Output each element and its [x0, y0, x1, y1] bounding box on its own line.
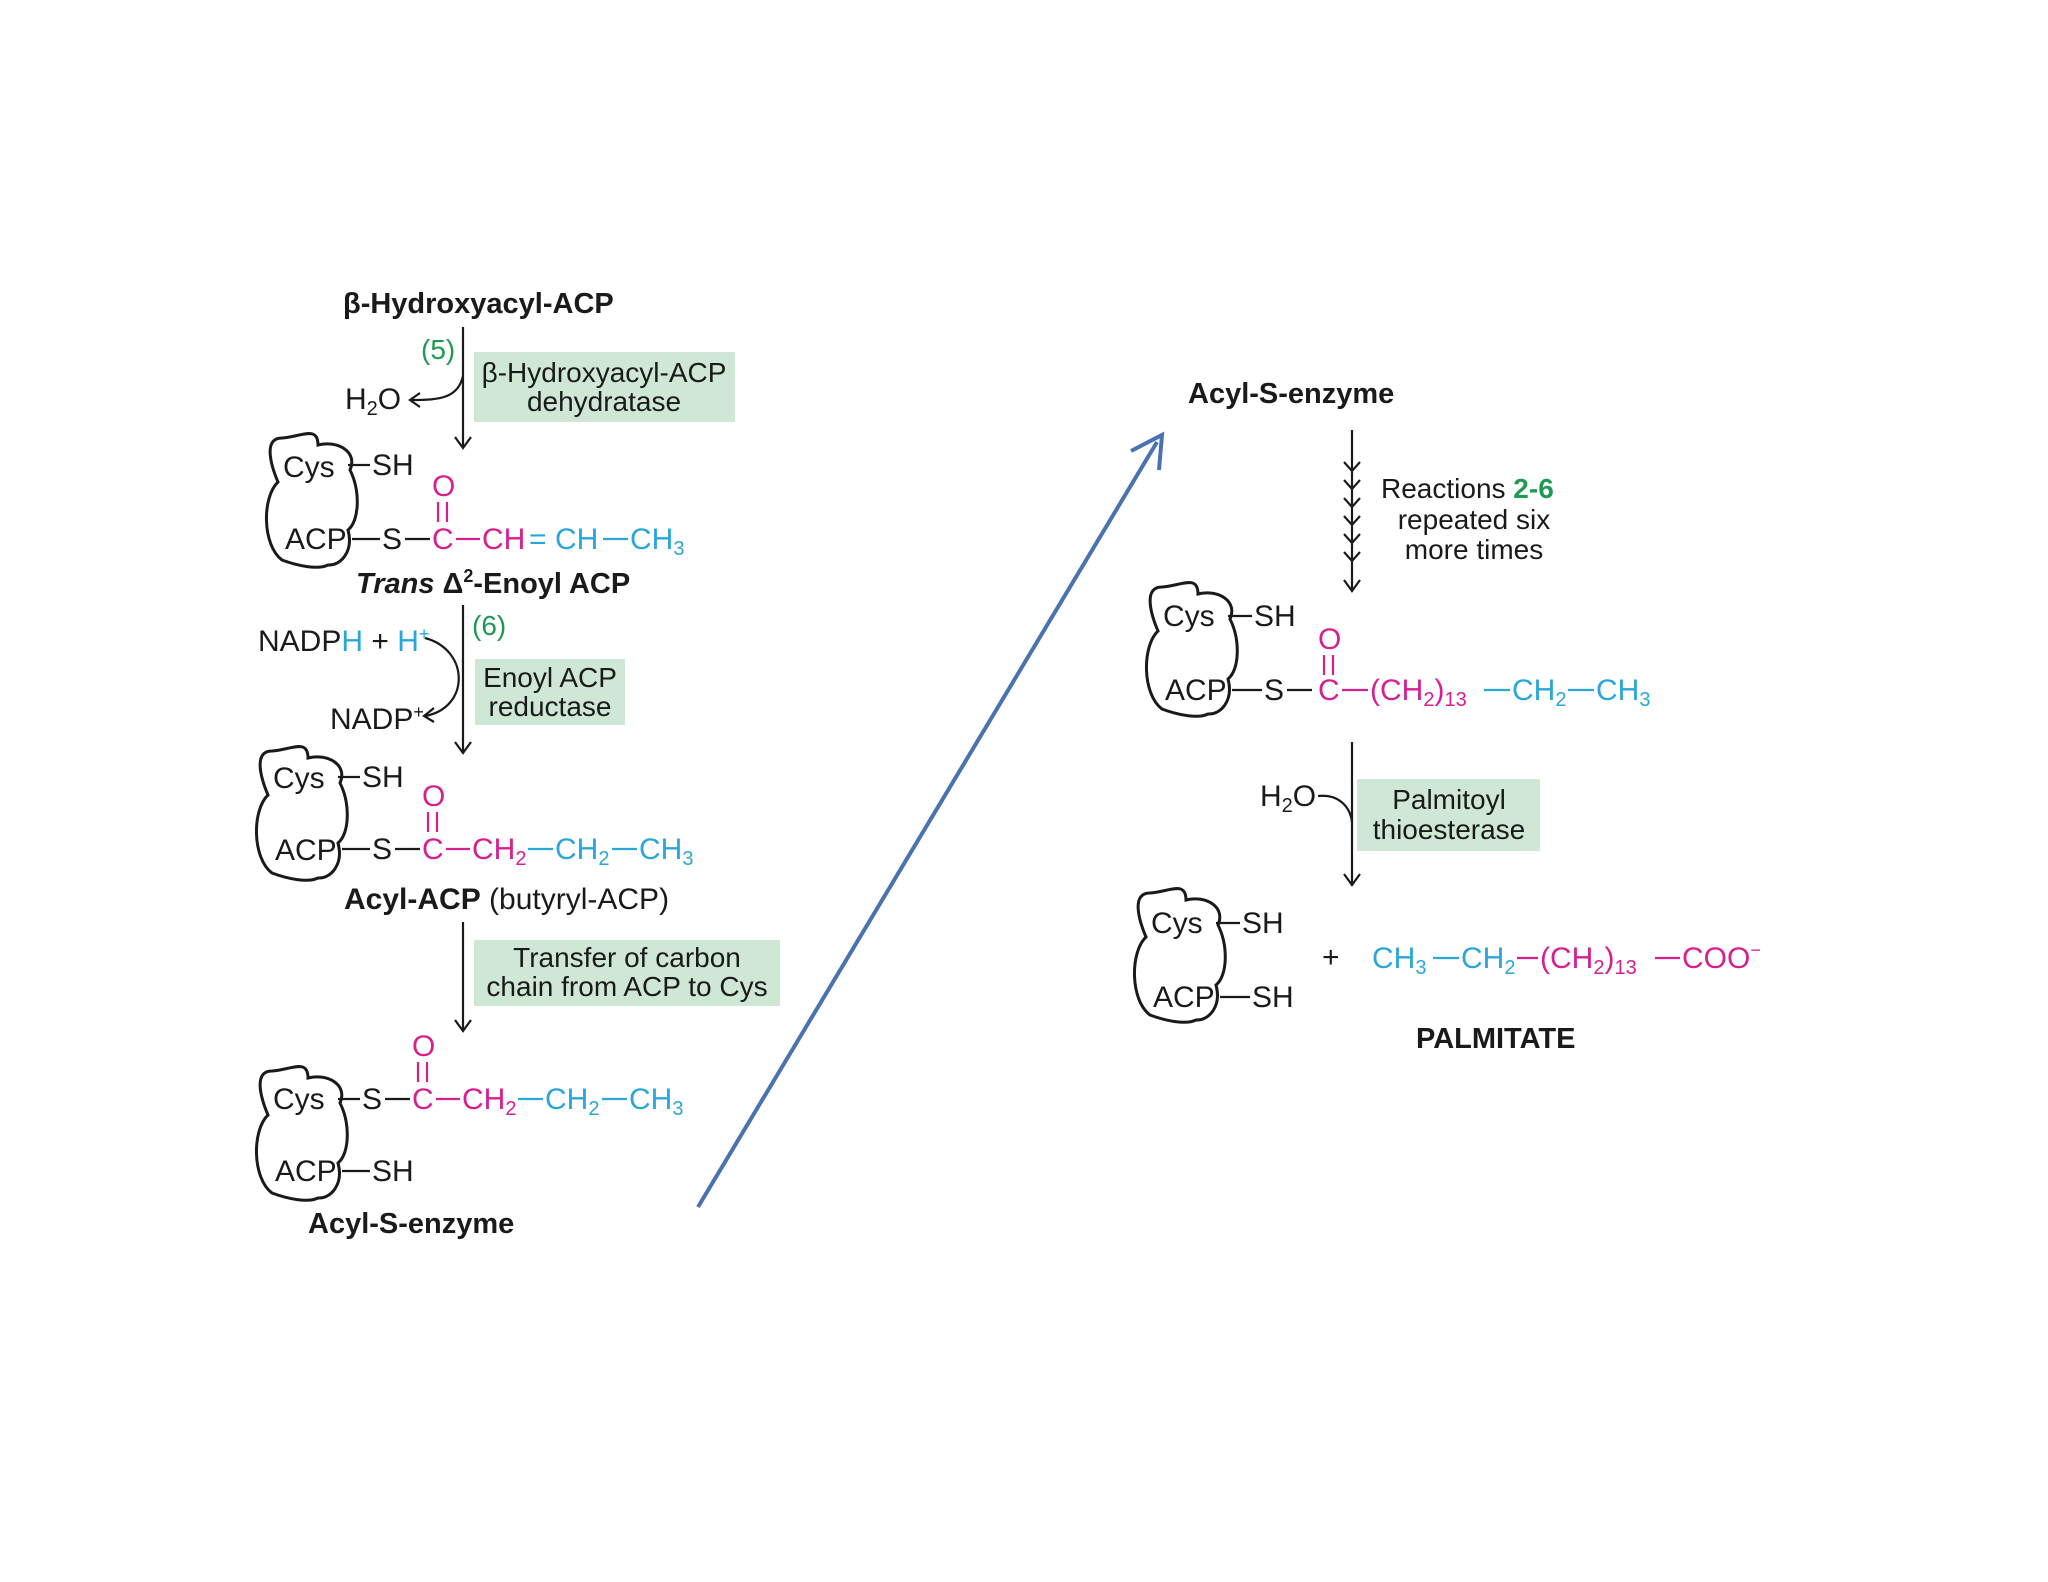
acyl-acp-ch3: CH3: [639, 833, 693, 870]
beta-hydroxyacyl-acp-label: β-Hydroxyacyl-ACP: [343, 288, 614, 320]
palmitate-label: PALMITATE: [1416, 1023, 1575, 1055]
step5-enzyme-line1: β-Hydroxyacyl-ACP: [482, 357, 727, 388]
free-enzyme-cys: Cys: [1151, 907, 1203, 940]
acyl-acp-cys: Cys: [273, 762, 325, 795]
acyl-s-enzyme-s: S: [362, 1083, 382, 1116]
thioesterase-line1: Palmitoyl: [1392, 784, 1506, 815]
free-enzyme-blob: [1133, 887, 1227, 1024]
enoyl-s: S: [382, 523, 402, 556]
acyl-s-enzyme-start-label: Acyl-S-enzyme: [1188, 378, 1394, 410]
palmitate-coo: COO−: [1682, 940, 1761, 975]
transfer-arrowhead: [454, 1019, 472, 1033]
free-enzyme-sh2: SH: [1252, 981, 1294, 1014]
enoyl-acp-enzyme-blob: [265, 432, 359, 569]
acyl-acp-acp: ACP: [275, 834, 337, 867]
long-chain-ch2: CH2: [1512, 674, 1566, 711]
acyl-s-enzyme-label: Acyl-S-enzyme: [308, 1208, 514, 1240]
step6-cofactor-curve: [424, 636, 460, 718]
long-chain-cys: Cys: [1163, 600, 1215, 633]
step5-water-curve: [411, 375, 465, 402]
repeat-arrow-feathers: [1343, 461, 1361, 563]
enoyl-cys: Cys: [283, 451, 335, 484]
step6-enzyme-line2: reductase: [489, 691, 612, 722]
long-chain-enzyme-blob: [1145, 581, 1239, 718]
acyl-acp-s: S: [372, 833, 392, 866]
acyl-acp-c: C: [422, 833, 444, 866]
acyl-s-enzyme-acp: ACP: [275, 1155, 337, 1188]
step6-enzyme-line1: Enoyl ACP: [483, 662, 617, 693]
long-chain-ch3: CH3: [1596, 674, 1650, 711]
step5-water: H2O: [345, 383, 401, 420]
repeat-arrowhead: [1343, 579, 1361, 593]
acyl-s-enzyme-sh: SH: [372, 1155, 414, 1188]
connector-arrow: [696, 440, 1159, 1209]
transfer-box: [474, 940, 780, 1006]
thioesterase-line2: thioesterase: [1373, 814, 1526, 845]
acyl-s-enzyme-c: C: [412, 1083, 434, 1116]
palmitate-ch2: CH2: [1461, 942, 1515, 979]
long-chain-s: S: [1264, 674, 1284, 707]
thioesterase-water-curve: [1317, 794, 1354, 823]
step6-nadph: NADPH + H+: [258, 624, 429, 658]
acyl-acp-label: Acyl-ACP (butyryl-ACP): [344, 883, 669, 916]
enoyl-ch3: CH3: [630, 523, 684, 560]
products-plus: +: [1322, 941, 1340, 974]
acyl-s-enzyme-ch3: CH3: [629, 1083, 683, 1120]
step5-number: (5): [421, 334, 455, 365]
acyl-s-enzyme-cys: Cys: [273, 1083, 325, 1116]
transfer-line2: chain from ACP to Cys: [486, 971, 767, 1002]
acyl-s-enzyme-ch2-b: CH2: [545, 1083, 599, 1120]
acyl-acp-ch2-b: CH2: [555, 833, 609, 870]
step5-enzyme-box: [474, 352, 735, 422]
acyl-s-enzyme-o: O: [412, 1030, 435, 1063]
step6-nadp: NADP+: [330, 702, 424, 736]
long-chain-mid: (CH2)13: [1370, 674, 1467, 711]
acyl-s-enzyme-ch2-a: CH2: [462, 1083, 516, 1120]
step6-enzyme-box: [475, 659, 625, 725]
thioesterase-box: [1357, 779, 1540, 851]
step5-enzyme-line2: dehydratase: [527, 386, 681, 417]
palmitate-ch3: CH3: [1372, 942, 1426, 979]
step6-cofactor-arrowhead: [422, 707, 435, 723]
step5-water-arrowhead: [408, 392, 421, 408]
trans-enoyl-acp-label: Trans Δ2-Enoyl ACP: [356, 566, 630, 600]
enoyl-sh: SH: [372, 449, 414, 482]
long-chain-c: C: [1318, 674, 1340, 707]
enoyl-double: =: [529, 523, 547, 556]
acyl-acp-sh: SH: [362, 761, 404, 794]
enoyl-acp: ACP: [285, 523, 347, 556]
enoyl-o: O: [432, 470, 455, 503]
long-chain-acp: ACP: [1165, 674, 1227, 707]
repeat-line1: Reactions 2-6: [1381, 473, 1554, 504]
free-enzyme-acp: ACP: [1153, 981, 1215, 1014]
step6-number: (6): [472, 610, 506, 641]
enoyl-c: C: [432, 523, 454, 556]
step6-arrowhead: [454, 741, 472, 755]
acyl-acp-ch2-a: CH2: [472, 833, 526, 870]
long-chain-sh: SH: [1254, 600, 1296, 633]
enoyl-ch-b: CH: [555, 523, 598, 556]
repeat-line3: more times: [1405, 534, 1543, 565]
enoyl-ch-a: CH: [482, 523, 525, 556]
transfer-line1: Transfer of carbon: [513, 942, 741, 973]
acyl-s-enzyme-blob: [255, 1065, 349, 1202]
thioesterase-arrowhead: [1343, 873, 1361, 887]
acyl-acp-o: O: [422, 780, 445, 813]
step5-arrowhead: [454, 436, 472, 450]
acyl-acp-enzyme-blob: [255, 745, 349, 882]
free-enzyme-sh1: SH: [1242, 907, 1284, 940]
thioesterase-water: H2O: [1260, 780, 1316, 817]
repeat-line2: repeated six: [1398, 504, 1551, 535]
long-chain-o: O: [1318, 623, 1341, 656]
palmitate-mid: (CH2)13: [1540, 942, 1637, 979]
connector-arrowhead: [1130, 431, 1165, 471]
